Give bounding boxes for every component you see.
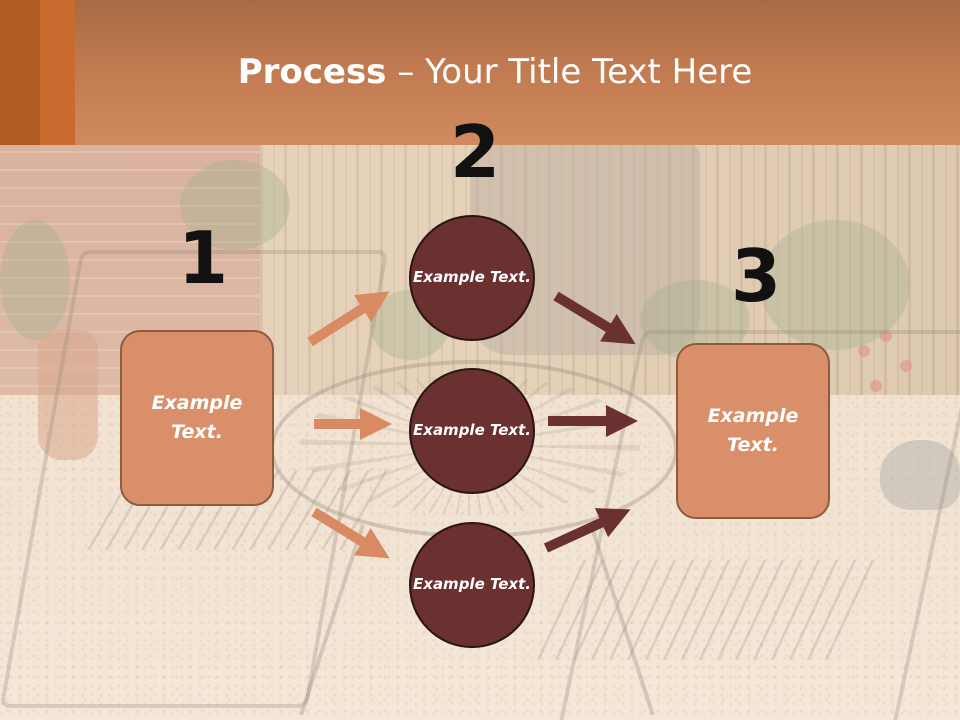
step1-box: Example Text. <box>120 330 274 506</box>
background-vase <box>38 330 98 460</box>
title-rest: – Your Title Text Here <box>386 52 753 92</box>
arrow-circle-bottom-to-box3 <box>543 508 631 553</box>
arrow-box1-to-circle-top <box>307 291 390 347</box>
step3-box: Example Text. <box>676 343 830 519</box>
step2-circle-bottom: Example Text. <box>409 522 535 648</box>
title-bar <box>0 0 960 145</box>
title-accent-stripe <box>40 0 75 145</box>
slide-title: Process – Your Title Text Here <box>0 52 960 92</box>
background-plant <box>0 220 70 340</box>
background-flower <box>900 360 912 372</box>
title-bold: Process <box>237 52 387 92</box>
background-plant <box>760 220 910 350</box>
background-flower <box>880 330 892 342</box>
step-number-1: 1 <box>178 216 229 300</box>
arrow-box1-to-circle-bottom <box>311 507 390 559</box>
step-number-3: 3 <box>731 234 782 318</box>
step2-circle-middle: Example Text. <box>409 368 535 494</box>
title-accent-stripe <box>0 0 40 145</box>
background-plant <box>180 160 290 250</box>
background-rock <box>880 440 960 510</box>
background-flower <box>858 345 870 357</box>
background-bamboo-fence <box>260 145 960 395</box>
arrow-circle-top-to-box3 <box>553 291 636 345</box>
background-flower <box>870 380 882 392</box>
step-number-2: 2 <box>450 110 501 194</box>
step2-circle-top: Example Text. <box>409 215 535 341</box>
